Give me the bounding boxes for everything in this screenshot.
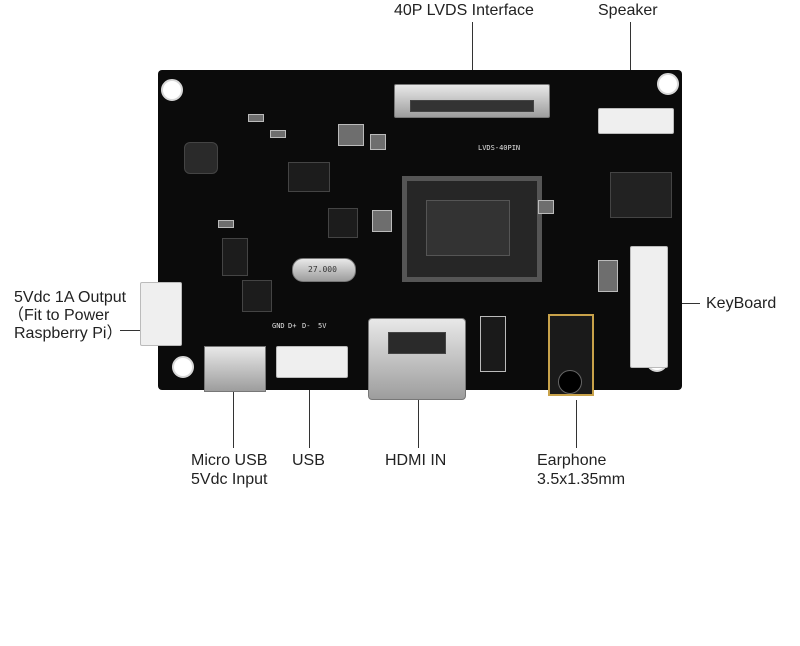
- leader-micro-usb: [233, 388, 234, 448]
- keyboard-connector: [630, 246, 668, 368]
- smd-component: [218, 220, 234, 228]
- mounting-hole-top-right: [657, 73, 679, 95]
- label-power-output-line1: 5Vdc 1A Output: [14, 289, 127, 306]
- leader-keyboard: [670, 303, 700, 304]
- power-output-connector: [140, 282, 182, 346]
- leader-lvds: [472, 22, 473, 84]
- mounting-hole-bottom-left: [172, 356, 194, 378]
- smd-component: [598, 260, 618, 292]
- usb-silk-dminus: D-: [302, 322, 311, 330]
- label-earphone-line1: Earphone: [537, 452, 607, 469]
- leader-power-output: [120, 330, 142, 331]
- pcb-board: LVDS-40PIN 27.000 GND D+ D- 5V: [140, 70, 682, 400]
- usb-silk-5v: 5V: [318, 322, 327, 330]
- label-micro-usb-line1: Micro USB: [191, 452, 268, 469]
- label-power-output-line2: （Fit to Power: [8, 307, 110, 324]
- ic-middle-left: [328, 208, 358, 238]
- leader-hdmi: [418, 400, 419, 448]
- label-hdmi-in: HDMI IN: [385, 452, 447, 469]
- usb-header-connector: [276, 346, 348, 378]
- crystal-oscillator: [292, 258, 356, 282]
- earphone-jack: [548, 314, 594, 396]
- regulator-chip-2: [222, 238, 248, 276]
- regulator-chip-3: [242, 280, 272, 312]
- hdmi-port-opening: [388, 332, 446, 354]
- inductor: [184, 142, 218, 174]
- smd-component: [338, 124, 364, 146]
- label-speaker: Speaker: [598, 2, 658, 19]
- usb-silk-gnd: GND: [272, 322, 285, 330]
- speaker-connector: [598, 108, 674, 134]
- earphone-jack-opening: [558, 370, 582, 394]
- label-usb: USB: [292, 452, 325, 469]
- micro-usb-connector: [204, 346, 266, 392]
- audio-amp-chip: [610, 172, 672, 218]
- crystal-label: 27.000: [308, 265, 337, 274]
- smd-component: [370, 134, 386, 150]
- hdmi-connector: [368, 318, 466, 400]
- leader-usb: [309, 375, 310, 448]
- label-micro-usb-line2: 5Vdc Input: [191, 471, 268, 488]
- usb-silk-dplus: D+: [288, 322, 297, 330]
- smd-component: [480, 316, 506, 372]
- processor-die-mark: [426, 200, 510, 256]
- smd-component: [538, 200, 554, 214]
- smd-component: [248, 114, 264, 122]
- leader-speaker: [630, 22, 631, 102]
- lvds-connector-slot: [410, 100, 534, 112]
- label-lvds-interface: 40P LVDS Interface: [394, 2, 534, 19]
- mounting-hole-top-left: [161, 79, 183, 101]
- smd-component: [270, 130, 286, 138]
- label-power-output-line3: Raspberry Pi）: [14, 325, 123, 342]
- leader-earphone: [576, 400, 577, 448]
- smd-component: [372, 210, 392, 232]
- label-keyboard: KeyBoard: [706, 295, 777, 312]
- label-earphone-line2: 3.5x1.35mm: [537, 471, 626, 488]
- lvds-silkscreen: LVDS-40PIN: [478, 144, 521, 152]
- regulator-chip-1: [288, 162, 330, 192]
